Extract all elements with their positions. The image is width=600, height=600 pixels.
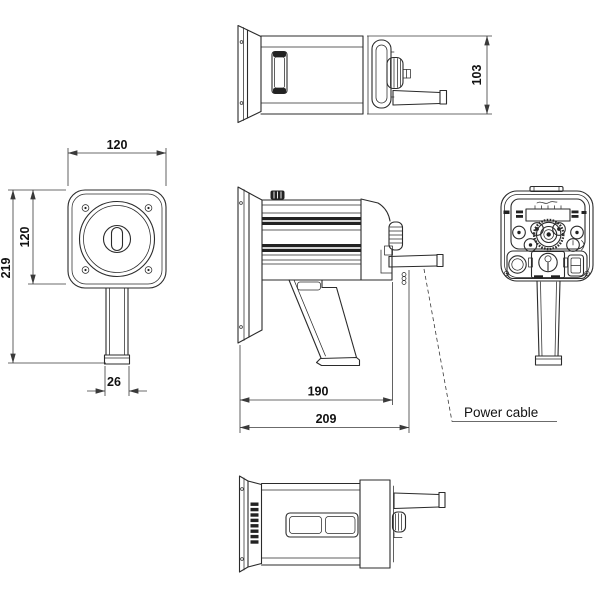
- control-knob-side: [388, 221, 404, 251]
- mounting-bracket-bottom: [393, 491, 446, 510]
- power-inlet: [528, 250, 568, 279]
- dimension-120-face-height-label: 120: [18, 227, 32, 248]
- mounting-bracket-top: [392, 89, 448, 106]
- grip-foot-plate: [285, 512, 359, 538]
- dimension-103-label: 103: [470, 65, 484, 86]
- power-cable-callout: Power cable: [423, 268, 557, 422]
- body-bottom: [260, 479, 394, 569]
- function-button: [570, 225, 584, 240]
- dimension-120-face-height: 120: [8, 189, 66, 285]
- reflector-flange-side: [237, 186, 263, 344]
- umbrella-screw-knob: [270, 190, 285, 200]
- sync-socket: [508, 255, 527, 274]
- panel-label-mark-right: [581, 211, 587, 214]
- power-cable-label: Power cable: [464, 405, 538, 420]
- grip-label-plate: [297, 281, 321, 291]
- control-knob-bottom: [391, 511, 407, 538]
- flashtube-socket: [102, 224, 132, 254]
- corner-screw: [144, 204, 153, 212]
- dimension-209: 209: [239, 270, 410, 433]
- dimension-219: 219: [0, 189, 106, 364]
- front-handle: [103, 287, 131, 365]
- corner-screw: [81, 266, 90, 274]
- body-side: [261, 199, 362, 281]
- dimension-120-width-label: 120: [107, 138, 128, 152]
- indicator-ticks: [534, 205, 562, 209]
- control-knob-top: [386, 56, 411, 90]
- cable-strain-relief: [401, 272, 407, 285]
- bottom-view: [238, 475, 446, 573]
- power-switch: [567, 254, 585, 277]
- front-face: [67, 189, 167, 289]
- reflector-flange-top: [237, 24, 262, 124]
- body-top: [260, 35, 369, 115]
- reflector-flange-bottom: [238, 475, 263, 573]
- lcd-side-marks: [516, 210, 579, 218]
- umbrella-mount-tab: [529, 185, 564, 193]
- dimension-190-label: 190: [308, 385, 329, 399]
- dimension-190: 190: [239, 282, 393, 433]
- vent-slots: [250, 502, 259, 544]
- dimension-209-label: 209: [316, 412, 337, 426]
- dimension-26-label: 26: [107, 375, 121, 389]
- mounting-bracket-side: [380, 245, 444, 285]
- panel-label-mark-left: [503, 210, 510, 214]
- front-view: 120 120 219 26: [0, 138, 167, 396]
- corner-screw: [144, 266, 153, 274]
- corner-screw: [81, 204, 90, 212]
- brand-logo: [536, 201, 558, 204]
- function-button: [512, 225, 526, 240]
- dimension-219-label: 219: [0, 258, 13, 279]
- connector-panel: [506, 250, 588, 280]
- side-view: 190 209 Power cable: [237, 186, 557, 433]
- dimension-120-width: 120: [67, 138, 167, 186]
- umbrella-slot: [271, 50, 288, 95]
- grip-handle-side: [288, 279, 361, 367]
- dimension-103: 103: [367, 35, 492, 115]
- dimension-26: 26: [87, 366, 147, 396]
- top-view: 103: [237, 24, 492, 124]
- control-knob-rear: [532, 218, 565, 251]
- rear-view: [500, 185, 594, 366]
- control-panel: [510, 198, 586, 252]
- rear-housing-side: [360, 198, 393, 281]
- rear-handle: [534, 280, 563, 366]
